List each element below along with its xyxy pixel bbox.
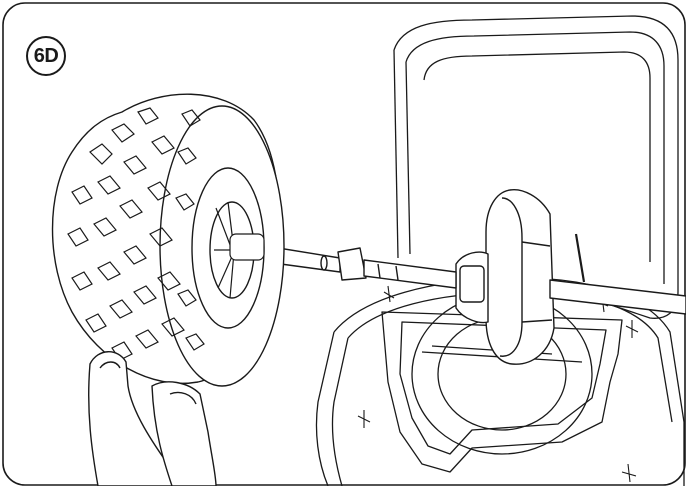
hands [88,351,217,486]
wheel-tire [51,93,285,387]
tire-tread [67,107,205,361]
wheel-hub [214,201,265,299]
step-badge: 6D [26,36,66,76]
gear-housing [455,189,555,365]
